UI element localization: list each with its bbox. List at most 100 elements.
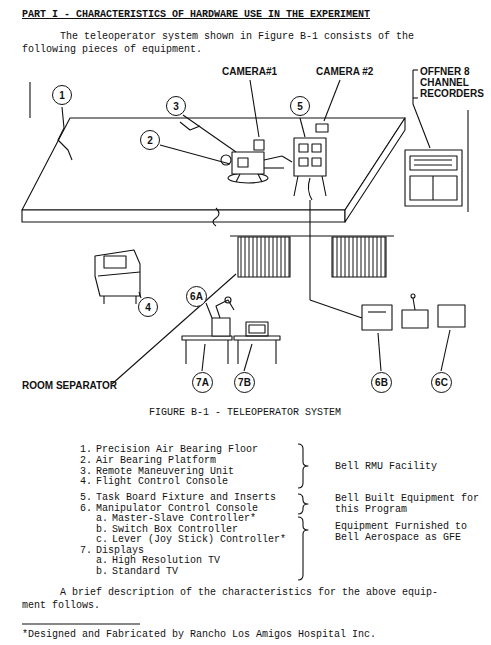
task-board-frame — [294, 138, 326, 176]
leader-line — [183, 115, 236, 152]
task-insert — [312, 144, 321, 152]
paragraph: The teleoperator system shown in Figure … — [22, 30, 452, 56]
recorder-divider — [432, 176, 433, 200]
list-brace — [298, 444, 308, 488]
item-text: Precision Air Bearing Floor — [96, 444, 258, 455]
console-leg — [103, 296, 104, 304]
controller-arm — [216, 300, 234, 318]
cable — [308, 178, 312, 200]
item-text: Manipulator Control Console — [96, 503, 258, 514]
console-leg — [135, 296, 136, 304]
callout-number: 1 — [52, 85, 72, 105]
camera-body — [254, 140, 264, 150]
task-insert — [312, 158, 321, 166]
figure-label: CAMERA#1 — [222, 66, 277, 77]
console-screen — [104, 256, 126, 268]
rmu-leg — [258, 174, 262, 182]
callout-number: 7A — [192, 372, 213, 393]
item-number: b. — [96, 566, 108, 577]
item-number: 2. — [80, 455, 92, 466]
flight-control-console — [95, 250, 140, 304]
item-number: a. — [96, 513, 108, 524]
group-label: Bell Built Equipment for this Program — [335, 493, 483, 515]
rmu-leg — [236, 174, 240, 182]
callout-text: 6C — [435, 377, 448, 388]
callout-number: 6A — [186, 286, 207, 307]
recorder-panel — [410, 156, 457, 170]
item-text: High Resolution TV — [112, 555, 220, 566]
task-insert — [299, 144, 308, 152]
callout-text: 7A — [196, 377, 209, 388]
item-text: Standard TV — [112, 566, 178, 577]
item-text: Air Bearing Platform — [96, 455, 216, 466]
switch-row — [368, 311, 386, 312]
room-separator-curtain — [238, 237, 290, 277]
figure-label: CAMERA #2 — [316, 66, 373, 77]
recorder-cabinet — [405, 150, 462, 206]
label-bracket — [413, 97, 418, 98]
item-number: 6. — [80, 503, 92, 514]
rmu-arm — [264, 167, 284, 168]
callout-number: 5 — [290, 96, 310, 116]
label-bracket — [413, 69, 418, 70]
leader-line — [206, 303, 212, 318]
leader-line — [441, 330, 450, 371]
table-leg — [275, 340, 276, 364]
list-brace — [298, 517, 308, 580]
rmu-arm — [282, 156, 292, 162]
leader-line — [160, 145, 230, 164]
table-top — [182, 336, 232, 340]
joystick — [413, 298, 415, 310]
leader-line — [378, 333, 381, 371]
floor-side — [345, 118, 405, 222]
cable — [309, 200, 310, 300]
callout-text: 7B — [238, 377, 251, 388]
floor-edge — [22, 210, 345, 222]
leader-line — [300, 118, 305, 137]
item-text: Lever (Joy Stick) Controller* — [112, 534, 286, 545]
controller-joint — [225, 297, 231, 303]
footnote: *Designed and Fabricated by Rancho Los A… — [22, 628, 376, 641]
leader-line — [324, 80, 340, 121]
item-text: Switch Box Controller — [112, 524, 238, 535]
recorder-trace — [414, 164, 452, 165]
callout-text: 4 — [145, 302, 151, 313]
item-number: 3. — [80, 466, 92, 477]
item-number: b. — [96, 524, 108, 535]
leader-line — [244, 344, 252, 371]
callout-text: 5 — [297, 101, 303, 112]
task-board-leg — [294, 176, 298, 196]
remote-maneuvering-unit — [221, 140, 292, 183]
callout-text: 3 — [173, 101, 179, 112]
item-number: 1. — [80, 444, 92, 455]
switch-box — [362, 305, 392, 330]
footnote-rule — [22, 623, 140, 624]
section-heading: PART I - CHARACTERISTICS OF HARDWARE USE… — [22, 8, 370, 21]
rmu-body — [232, 152, 264, 174]
callout-number: 4 — [138, 297, 158, 317]
task-insert — [299, 158, 308, 166]
table-leg — [185, 340, 186, 364]
task-board-leg — [322, 176, 326, 196]
callout-text: 6A — [190, 291, 203, 302]
joystick-knob — [411, 294, 415, 298]
cable — [310, 300, 362, 318]
item-number: 7. — [80, 545, 92, 556]
group-label: Equipment Furnished to Bell Aerospace as… — [335, 521, 483, 543]
callout-number: 6C — [431, 372, 452, 393]
room-wall — [29, 82, 30, 118]
leader-line — [58, 107, 72, 160]
console-body — [95, 250, 140, 296]
room-separator-curtain — [332, 237, 386, 277]
list-brace — [298, 494, 308, 514]
item-number: 5. — [80, 492, 92, 503]
table-leg — [237, 340, 238, 364]
item-text: Task Board Fixture and Inserts — [96, 492, 276, 503]
rmu-arm — [264, 156, 282, 160]
leader-line — [112, 274, 236, 384]
callout-text: 1 — [59, 90, 65, 101]
controller-box — [438, 305, 465, 327]
table-top — [234, 336, 280, 340]
room-wall — [467, 110, 468, 212]
figure-label: ROOM SEPARATOR — [22, 380, 117, 391]
